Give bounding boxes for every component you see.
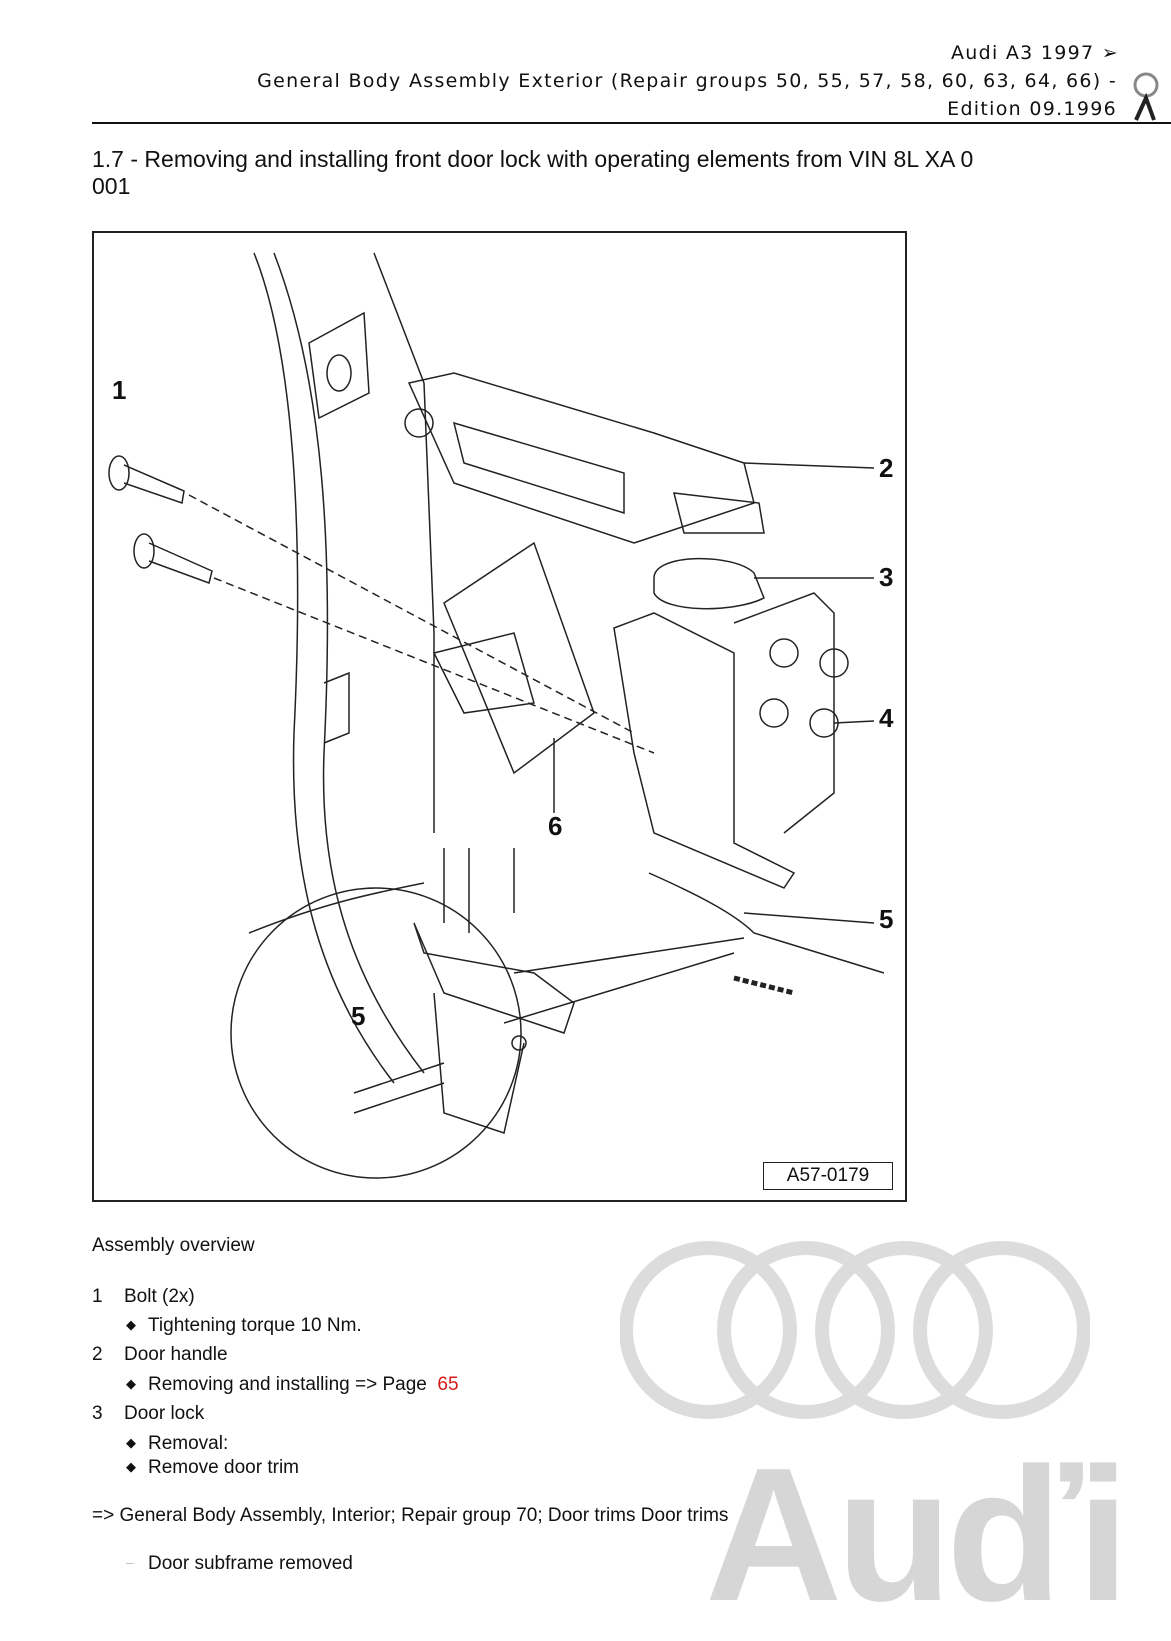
item-number: 2 bbox=[92, 1344, 103, 1365]
title-line-1: 1.7 - Removing and installing front door… bbox=[92, 146, 974, 172]
item-1: 1 Bolt (2x) bbox=[92, 1286, 195, 1308]
item-3: 3 Door lock bbox=[92, 1403, 204, 1425]
figure-code: A57-0179 bbox=[763, 1162, 893, 1190]
item-2: 2 Door handle bbox=[92, 1344, 228, 1366]
audi-wordmark-watermark: Auďi bbox=[705, 1429, 1130, 1641]
page-title: 1.7 - Removing and installing front door… bbox=[92, 146, 973, 200]
callout-5-detail: 5 bbox=[351, 1001, 366, 1031]
door-lock-3 bbox=[613, 557, 874, 889]
header-model: Audi A3 1997 ➢ bbox=[950, 42, 1119, 64]
bolt-1 bbox=[108, 455, 655, 754]
audi-logo-fragment-icon bbox=[1133, 72, 1159, 121]
callout-2: 2 bbox=[879, 453, 894, 483]
callout-3: 3 bbox=[879, 562, 894, 592]
header-edition: Edition 09.1996 bbox=[947, 98, 1117, 120]
door-lock-drawing bbox=[108, 252, 885, 1179]
audi-rings-watermark-icon bbox=[620, 1241, 1090, 1419]
diamond-bullet-icon: ◆ bbox=[126, 1459, 136, 1474]
detail-magnifier bbox=[230, 848, 745, 1179]
item-label: Bolt (2x) bbox=[124, 1286, 195, 1307]
bullet: ◆ Remove door trim bbox=[126, 1457, 299, 1479]
bullet: ◆ Tightening torque 10 Nm. bbox=[126, 1315, 362, 1337]
cross-reference-link[interactable]: => General Body Assembly, Interior; Repa… bbox=[92, 1505, 729, 1526]
item-label: Door handle bbox=[124, 1344, 228, 1365]
diamond-bullet-icon: ◆ bbox=[126, 1435, 136, 1450]
title-line-2: 001 bbox=[92, 173, 131, 199]
lock-plate-6 bbox=[432, 541, 595, 813]
door-frame-outline bbox=[253, 252, 435, 1084]
item-number: 3 bbox=[92, 1403, 103, 1424]
callout-5: 5 bbox=[879, 904, 894, 934]
bullet-text: Door subframe removed bbox=[148, 1553, 353, 1574]
header-section: General Body Assembly Exterior (Repair g… bbox=[257, 70, 1117, 92]
bullet-text: Removal: bbox=[148, 1433, 229, 1454]
door-handle-2 bbox=[404, 372, 875, 544]
bullet-text: Tightening torque 10 Nm. bbox=[148, 1315, 362, 1336]
overview-heading: Assembly overview bbox=[92, 1235, 255, 1256]
callout-4: 4 bbox=[879, 703, 894, 733]
cable-5 bbox=[648, 872, 885, 996]
bullet: ◆ Removal: bbox=[126, 1433, 228, 1455]
callout-1: 1 bbox=[112, 375, 127, 405]
callout-6: 6 bbox=[548, 811, 563, 841]
diamond-bullet-icon: ◆ bbox=[126, 1376, 136, 1391]
bullet-text: Remove door trim bbox=[148, 1457, 299, 1478]
diamond-bullet-icon: ◆ bbox=[126, 1317, 136, 1332]
item-label: Door lock bbox=[124, 1403, 205, 1424]
header-divider bbox=[92, 122, 1171, 124]
item-number: 1 bbox=[92, 1286, 103, 1307]
bullet-text: Removing and installing => Page bbox=[148, 1374, 427, 1395]
bullet: ◆ Removing and installing => Page 65 bbox=[126, 1374, 459, 1396]
bullet: –Door subframe removed bbox=[126, 1553, 353, 1575]
lock-pins-4 bbox=[759, 638, 875, 738]
exploded-diagram: 1 2 3 4 5 6 5 A57-0179 bbox=[92, 231, 907, 1202]
dash-bullet-icon: – bbox=[126, 1555, 134, 1570]
page-link[interactable]: 65 bbox=[437, 1374, 459, 1395]
